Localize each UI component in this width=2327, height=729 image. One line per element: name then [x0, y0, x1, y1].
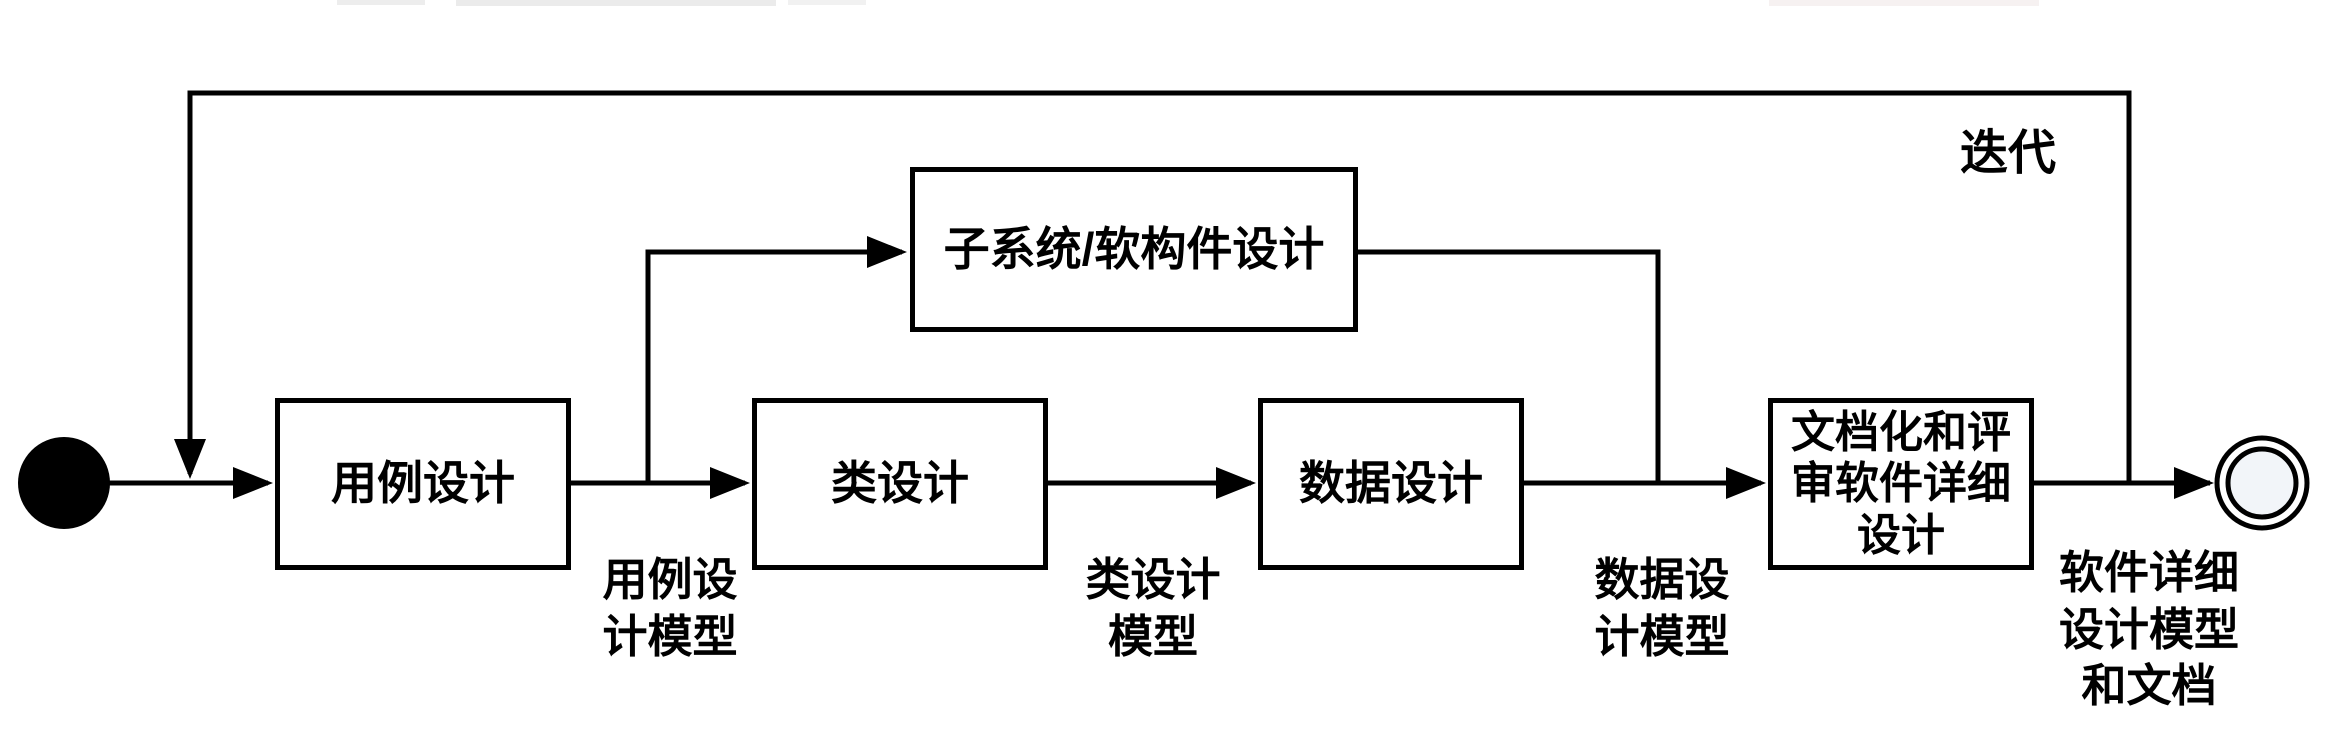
- top-crop-remnants: [337, 0, 2039, 6]
- node-use-case-design: 用例设计: [275, 398, 571, 570]
- node-document-and-review-detailed-design: 文档化和评 审软件详细 设计: [1768, 398, 2034, 570]
- arrowhead-into-end: [2174, 467, 2214, 499]
- label-use-case-design-model: 用例设 计模型: [602, 554, 738, 662]
- label-detailed-design-model-and-docs: 软件详细 设计模型 和文档: [2058, 547, 2239, 712]
- arrowhead-into-subsystem: [867, 236, 907, 268]
- start-node-icon: [18, 437, 110, 529]
- arrowhead-into-class: [710, 467, 750, 499]
- arrowhead-loop-down: [174, 439, 206, 479]
- node-class-design: 类设计: [752, 398, 1048, 570]
- label-class-design-model: 类设计 模型: [1085, 554, 1221, 662]
- node-subsystem-component-design: 子系统/软构件设计: [910, 167, 1358, 332]
- label-iteration: 迭代: [1960, 127, 2057, 180]
- edge-subsystem-to-mainflow: [1358, 249, 1661, 483]
- label-data-design-model: 数据设 计模型: [1594, 554, 1730, 662]
- edge-branch-to-subsystem: [645, 249, 902, 483]
- arrowhead-into-document: [1726, 467, 1766, 499]
- end-node-icon: [2214, 435, 2310, 531]
- arrowhead-into-use-case: [233, 467, 273, 499]
- node-data-design: 数据设计: [1258, 398, 1524, 570]
- arrowhead-into-data: [1216, 467, 1256, 499]
- edge-iteration-loop: [187, 90, 2132, 483]
